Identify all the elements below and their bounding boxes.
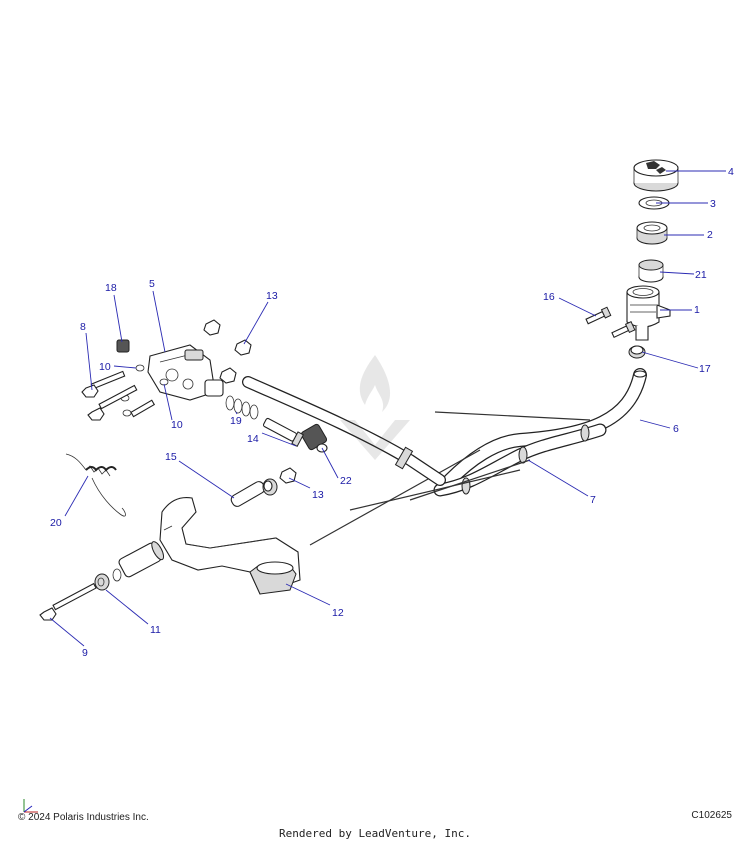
part-screw-reservoir xyxy=(611,321,636,339)
part-reservoir-cap xyxy=(633,159,679,192)
part-reservoir-hose xyxy=(443,368,647,487)
callout-1: 1 xyxy=(694,304,700,316)
callout-22: 22 xyxy=(340,475,352,487)
callout-5: 5 xyxy=(149,278,155,290)
callout-6: 6 xyxy=(673,423,679,435)
diagram-reference-code: C102625 xyxy=(691,810,732,821)
callout-8: 8 xyxy=(80,321,86,333)
callout-10-a: 10 xyxy=(99,361,111,373)
callout-11: 11 xyxy=(150,624,161,636)
part-cable-ties xyxy=(309,411,591,546)
leader-lines xyxy=(49,170,726,647)
callout-13-a: 13 xyxy=(266,290,278,302)
part-nut-13-bottom xyxy=(279,467,297,484)
part-master-cylinder xyxy=(147,344,224,401)
callout-7: 7 xyxy=(590,494,596,506)
leadventure-flame-logo-watermark-icon xyxy=(340,355,410,460)
copyright-text: © 2024 Polaris Industries Inc. xyxy=(18,812,149,823)
part-brake-pedal-12 xyxy=(159,496,301,595)
part-bolt-9 xyxy=(39,582,97,621)
parts-artwork xyxy=(39,159,679,621)
part-seal xyxy=(636,221,668,245)
callout-labels: 1 2 3 4 5 6 7 8 9 10 10 11 12 13 13 14 1… xyxy=(50,166,734,659)
part-nut-13-top xyxy=(203,319,252,384)
part-screw-16 xyxy=(585,306,612,325)
callout-9: 9 xyxy=(82,647,88,659)
callout-16: 16 xyxy=(543,291,555,303)
part-cup xyxy=(638,259,664,283)
callout-10-b: 10 xyxy=(171,419,183,431)
part-bleeder-18 xyxy=(116,339,130,353)
axis-orientation-icon xyxy=(23,799,38,813)
part-sleeve xyxy=(118,541,165,578)
part-bolts-8 xyxy=(81,370,156,421)
part-brake-line xyxy=(242,376,446,486)
callout-20: 20 xyxy=(50,517,62,529)
callout-18: 18 xyxy=(105,282,117,294)
callout-13-b: 13 xyxy=(312,489,324,501)
part-washers-11 xyxy=(94,568,122,591)
part-clamp-17 xyxy=(628,345,646,359)
part-pin-15 xyxy=(230,481,266,507)
callout-14: 14 xyxy=(247,433,259,445)
callout-4: 4 xyxy=(728,166,734,178)
rendered-by-text: Rendered by LeadVenture, Inc. xyxy=(278,827,472,840)
part-orings-19 xyxy=(225,395,259,420)
part-reservoir xyxy=(626,285,671,341)
part-spring-20 xyxy=(65,453,126,517)
part-bushing xyxy=(262,478,278,496)
callout-19: 19 xyxy=(230,415,242,427)
part-pushrod-14 xyxy=(262,417,304,447)
callout-2: 2 xyxy=(707,229,713,241)
part-fitting-22 xyxy=(300,423,328,453)
callout-12: 12 xyxy=(332,607,344,619)
callout-17: 17 xyxy=(699,363,711,375)
callout-15: 15 xyxy=(165,451,177,463)
callout-21: 21 xyxy=(695,269,707,281)
callout-3: 3 xyxy=(710,198,716,210)
